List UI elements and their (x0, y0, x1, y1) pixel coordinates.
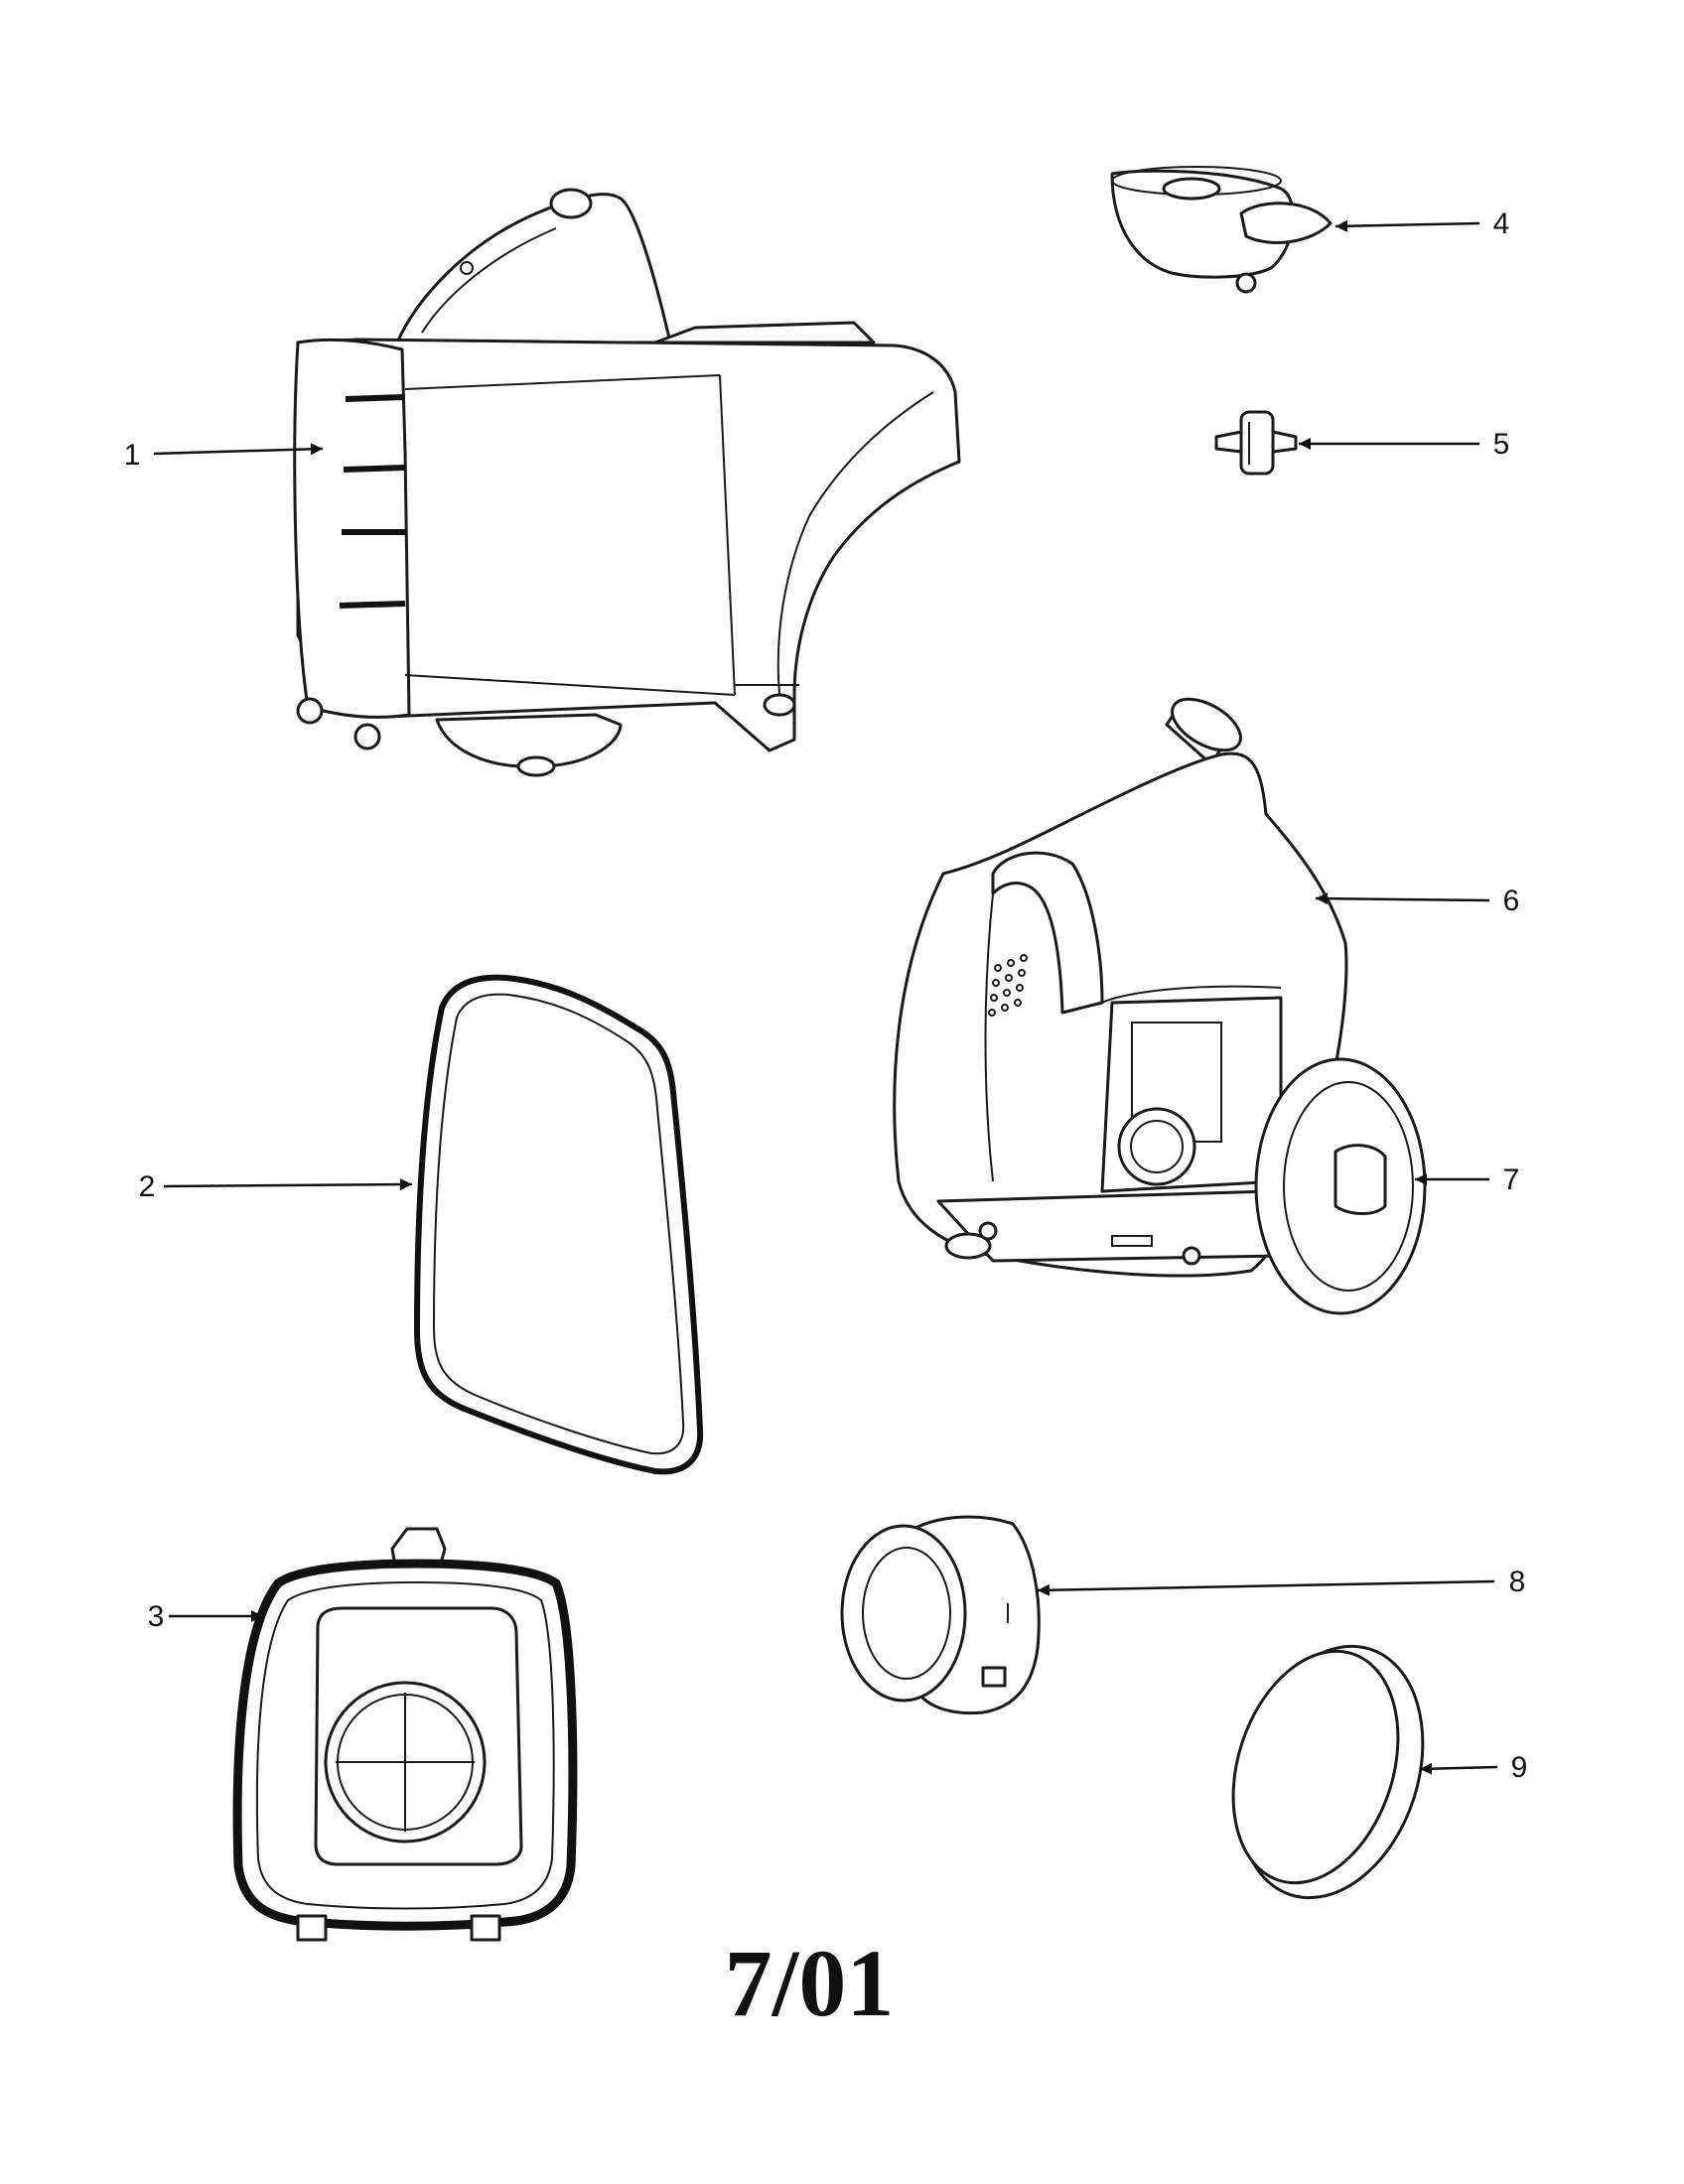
part-8-filter-cup (840, 1515, 1041, 1715)
callout-label-3: 3 (148, 1600, 165, 1633)
leader-6 (1315, 892, 1490, 905)
callout-label-2: 2 (139, 1170, 156, 1203)
leader-4 (1334, 219, 1480, 232)
callout-label-4: 4 (1493, 207, 1510, 240)
part-1-housing (293, 188, 961, 777)
callout-labels: 1 2 3 4 5 6 7 8 9 (124, 207, 1528, 1784)
slot-line (343, 465, 406, 473)
callout-label-8: 8 (1509, 1566, 1526, 1598)
part-3-filter-cover (232, 1527, 578, 1942)
callout-label-1: 1 (124, 439, 141, 472)
slot-line (345, 394, 406, 402)
part-6-motor-chassis (893, 697, 1348, 1278)
vent-grille (988, 954, 1028, 1017)
part-4-cyclone-cap (1110, 166, 1333, 294)
leader-lines (153, 219, 1498, 1775)
callout-label-5: 5 (1493, 428, 1510, 461)
part-9-filter-disc (1231, 1644, 1425, 1900)
part-5-connector (1214, 410, 1298, 476)
slot-line (339, 601, 406, 609)
callout-label-9: 9 (1511, 1751, 1528, 1784)
date-code: 7/01 (725, 1930, 895, 2036)
callout-label-7: 7 (1503, 1163, 1520, 1196)
callout-label-6: 6 (1503, 885, 1520, 917)
leader-8 (1037, 1579, 1495, 1596)
leader-1 (153, 443, 324, 456)
part-2-gasket (414, 974, 704, 1475)
leader-2 (163, 1178, 413, 1191)
leader-9 (1419, 1762, 1498, 1775)
part-7-wheel (1254, 1057, 1427, 1315)
